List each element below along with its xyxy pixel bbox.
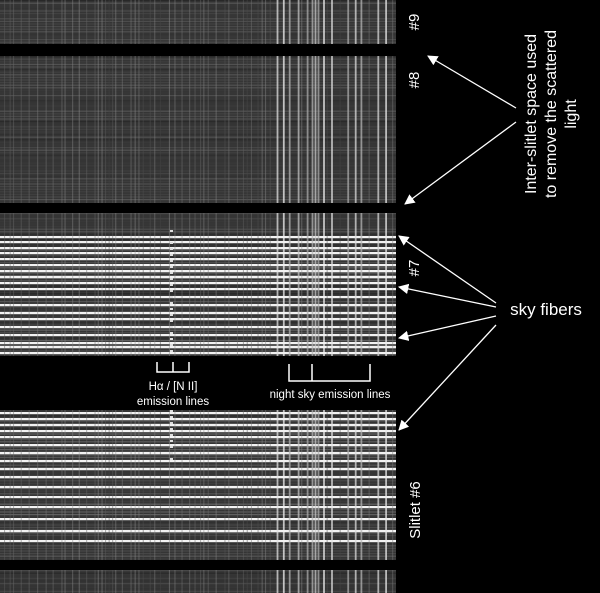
spectral-image — [0, 0, 396, 593]
interslit-label-line1: Inter-slitlet space used — [523, 34, 540, 194]
arrow-sky-fiber-4 — [398, 324, 497, 431]
sky-fiber-arrows — [397, 235, 497, 431]
halpha-annotation: Hα / [N II] emission lines — [137, 362, 209, 408]
halpha-label-line2: emission lines — [137, 396, 209, 408]
slitlet-7-label: #7 — [406, 260, 423, 277]
interslit-label-line2: to remove the scattered — [543, 30, 560, 198]
sky-fibers-label: sky fibers — [510, 300, 582, 319]
arrow-to-middle-gap — [404, 121, 517, 205]
arrow-to-top-gap — [427, 55, 517, 109]
slitlet-6-label: Slitlet #6 — [407, 481, 424, 539]
night-sky-label: night sky emission lines — [270, 389, 391, 401]
night-sky-annotation: night sky emission lines — [270, 364, 391, 401]
slitlet-9-label: #9 — [406, 14, 423, 31]
interslit-label-line3: light — [563, 99, 580, 129]
arrow-sky-fiber-3 — [397, 315, 497, 342]
interslit-arrows — [404, 55, 517, 205]
arrow-sky-fiber-1 — [398, 235, 497, 304]
arrow-sky-fiber-2 — [397, 283, 497, 308]
halpha-label-line1: Hα / [N II] — [149, 381, 198, 393]
slitlet-8-label: #8 — [406, 72, 423, 89]
